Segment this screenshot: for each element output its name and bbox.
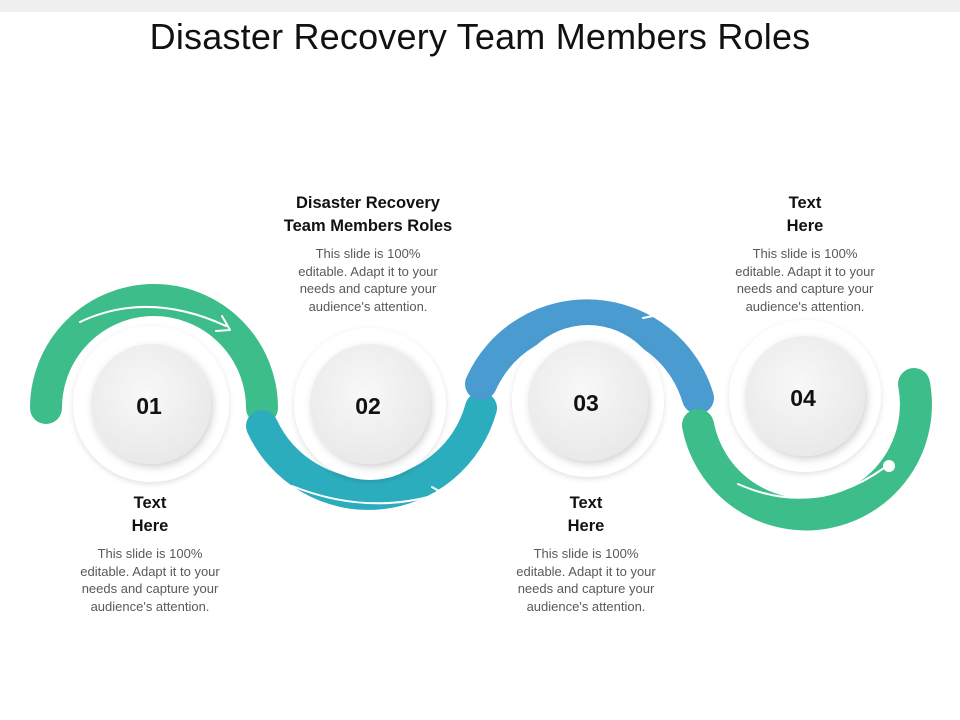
step-heading-01-line1: Text [133,494,167,512]
arrow-02-icon [291,485,440,505]
step-body-04-line3: needs and capture your [736,281,874,296]
step-body-01-line2: editable. Adapt it to your [80,563,220,579]
disc-04 [729,320,881,472]
text-block-02: Disaster Recovery Team Members Roles Thi… [258,192,478,315]
arrow-02-head-icon [431,486,445,504]
step-heading-04-line1: Text [788,194,822,212]
step-body-01-line3: needs and capture your [81,581,219,596]
step-heading-01-line2: Here [131,517,169,535]
step-body-03-line2: editable. Adapt it to your [516,563,656,579]
step-body-04: This slide is 100% editable. Adapt it to… [705,245,905,315]
step-heading-02-line1: Disaster Recovery [295,194,440,212]
arc-segment-03 [465,299,714,414]
arc-segment-01 [30,284,278,424]
arrow-01-head-icon [215,315,231,332]
step-body-03-line4: audience's attention. [526,598,646,614]
step-number-03: 03 [573,390,599,416]
step-heading-04: Text Here [705,192,905,238]
disc-02 [294,328,446,480]
step-heading-02-line2: Team Members Roles [283,217,453,235]
slide-title: Disaster Recovery Team Members Roles [149,16,811,57]
step-body-01: This slide is 100% editable. Adapt it to… [50,545,250,615]
step-heading-03-line2: Here [567,517,605,535]
top-bar [0,0,960,12]
arrow-04-icon [737,467,885,499]
arrow-03-head-icon [642,302,659,319]
arrow-03-icon [507,293,655,317]
step-body-02-line1: This slide is 100% [315,246,421,261]
text-block-04: Text Here This slide is 100% editable. A… [705,192,905,315]
step-body-01-line1: This slide is 100% [97,546,203,561]
endpoint-dot-icon [883,460,895,472]
step-body-03-line1: This slide is 100% [533,546,639,561]
step-body-04-line2: editable. Adapt it to your [735,263,875,279]
step-body-03: This slide is 100% editable. Adapt it to… [486,545,686,615]
step-body-01-line4: audience's attention. [90,598,210,614]
step-body-02-line3: needs and capture your [299,281,437,296]
disc-01 [73,326,229,482]
step-heading-02: Disaster Recovery Team Members Roles [258,192,478,238]
text-block-01: Text Here This slide is 100% editable. A… [50,492,250,615]
step-heading-03: Text Here [486,492,686,538]
disc-03 [512,325,664,477]
step-number-04: 04 [790,385,816,411]
arc-segment-02 [246,392,497,510]
step-number-01: 01 [136,393,162,419]
step-body-02: This slide is 100% editable. Adapt it to… [258,245,478,315]
step-body-04-line4: audience's attention. [745,298,865,314]
arrow-01-icon [79,305,227,327]
step-body-02-line2: editable. Adapt it to your [298,263,438,279]
step-heading-03-line1: Text [569,494,603,512]
step-heading-01: Text Here [50,492,250,538]
step-number-02: 02 [355,393,381,419]
step-body-03-line3: needs and capture your [517,581,655,596]
text-block-03: Text Here This slide is 100% editable. A… [486,492,686,615]
step-body-02-line4: audience's attention. [308,298,428,314]
step-heading-04-line2: Here [786,217,824,235]
arc-segment-04 [682,368,932,531]
step-body-04-line1: This slide is 100% [752,246,858,261]
